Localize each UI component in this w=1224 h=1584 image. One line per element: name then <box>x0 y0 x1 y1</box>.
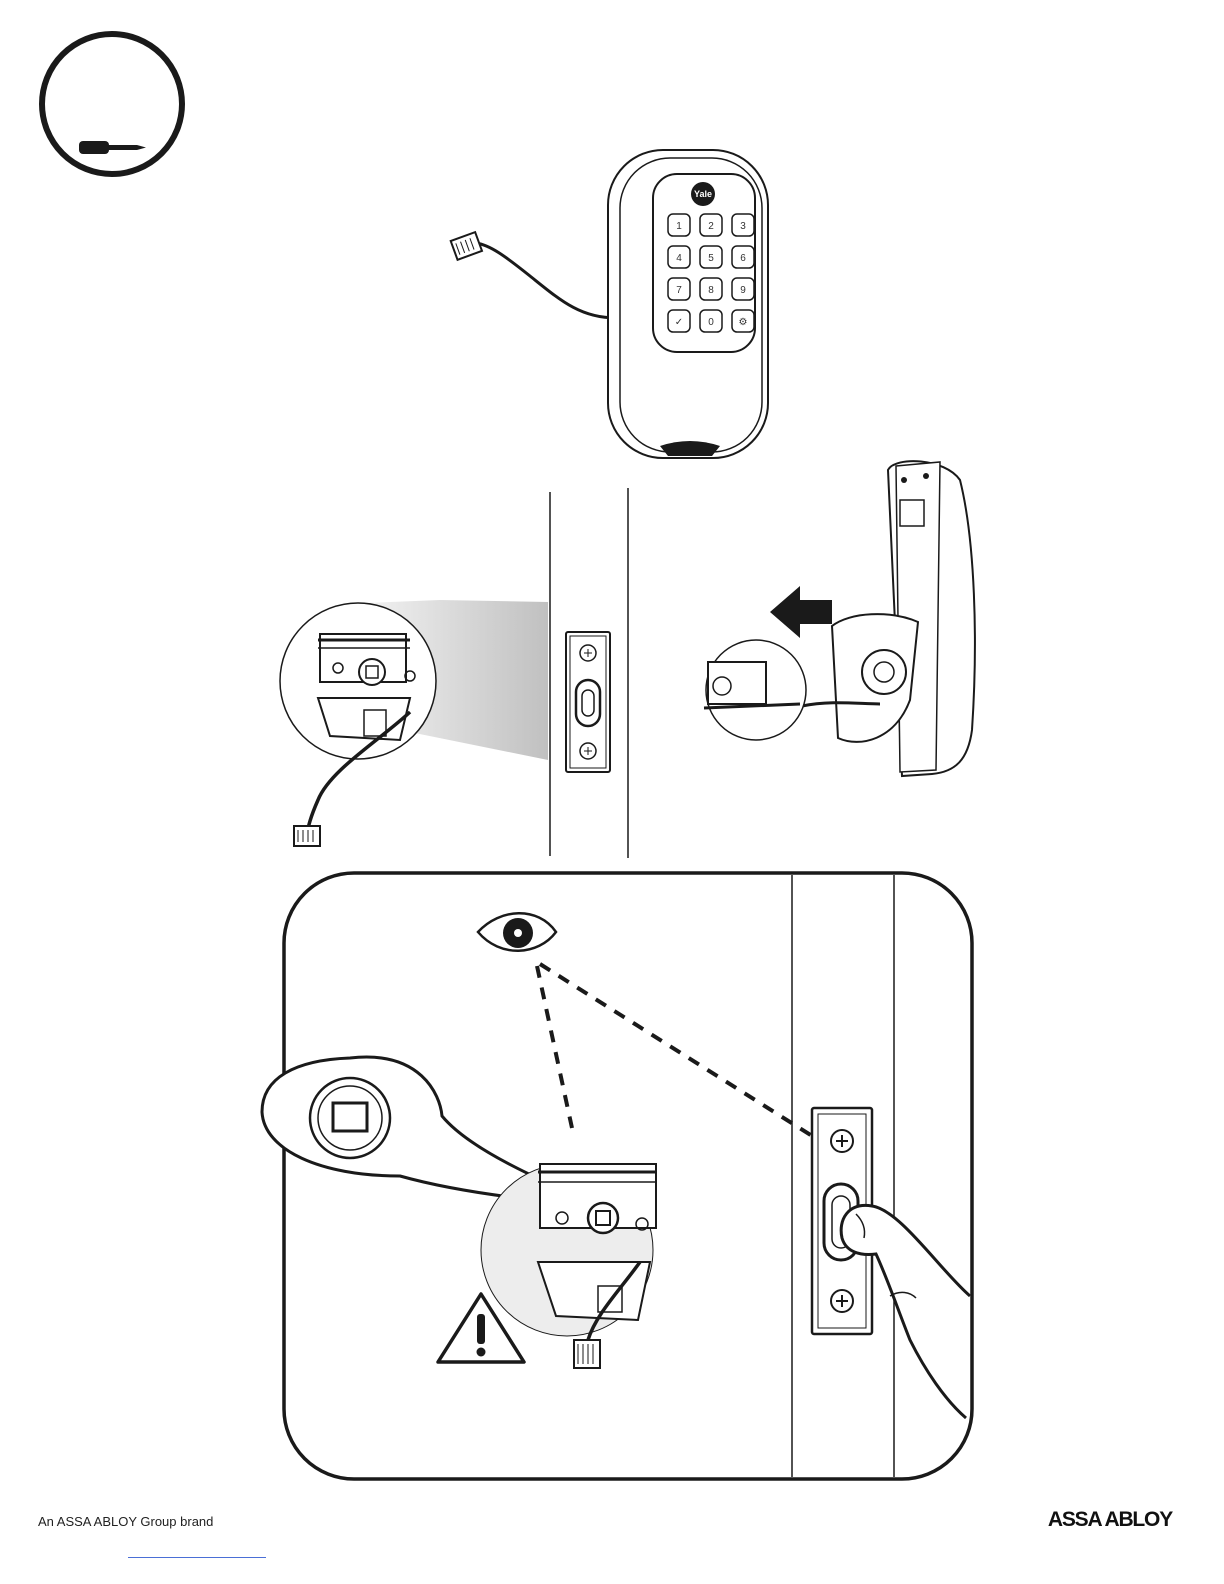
footer-brand-note: An ASSA ABLOY Group brand <box>38 1514 213 1529</box>
keypad-key-label: ⚙ <box>739 317 748 328</box>
keypad-key-label: 2 <box>708 221 714 232</box>
keypad-key-label: 4 <box>676 253 682 264</box>
latch-magnifier <box>280 603 436 846</box>
keypad-key-label: 5 <box>708 253 714 264</box>
keypad-key-label: 0 <box>708 317 714 328</box>
footer-link-underline <box>128 1557 266 1558</box>
arrow-left-icon <box>770 586 832 638</box>
keypad-key-label: 9 <box>740 285 746 296</box>
screwdriver-icon <box>79 141 146 154</box>
tool-badge <box>42 34 182 174</box>
interior-assembly <box>704 461 975 776</box>
keypad-device: Yale 1 2 3 4 5 6 7 8 9 ✓ 0 ⚙ <box>451 150 768 458</box>
keypad-key-label: 8 <box>708 285 714 296</box>
keypad-key-label: 1 <box>676 221 682 232</box>
keypad-key-label: 3 <box>740 221 746 232</box>
keypad-cable <box>476 243 616 318</box>
verify-panel <box>262 873 972 1479</box>
assa-abloy-logo: ASSA ABLOY <box>1048 1508 1172 1532</box>
cable-connector <box>451 232 482 260</box>
keypad-key-label: 6 <box>740 253 746 264</box>
brand-logo: Yale <box>694 189 712 199</box>
keypad-key-label: 7 <box>676 285 682 296</box>
keypad-key-label: ✓ <box>675 317 683 328</box>
